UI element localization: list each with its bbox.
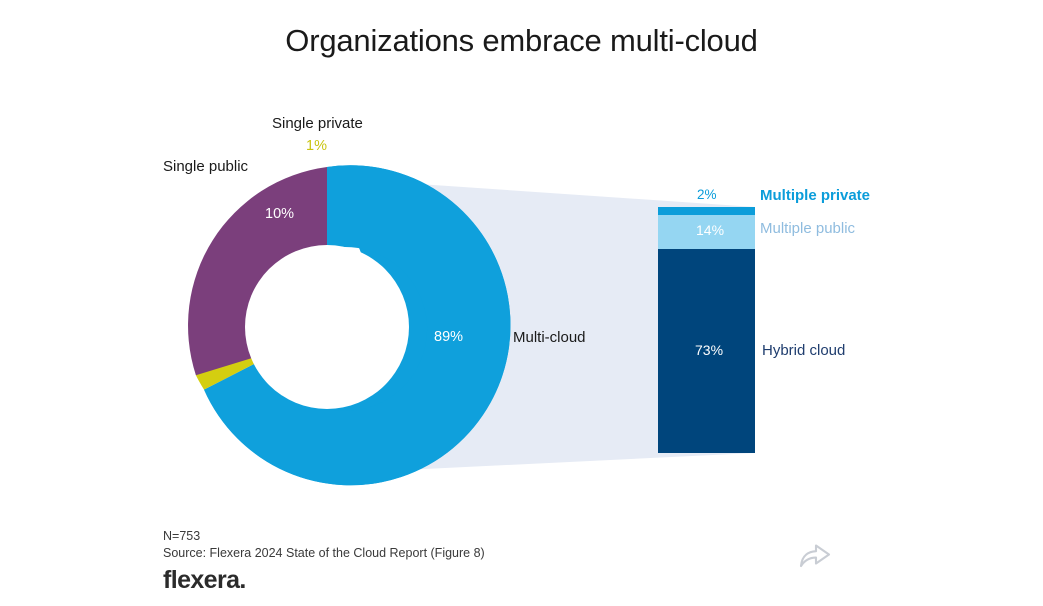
footnote-source: Source: Flexera 2024 State of the Cloud … xyxy=(163,546,485,560)
donut-value-single-public: 10% xyxy=(265,206,295,222)
footnote-sample-size: N=753 xyxy=(163,529,201,543)
donut-label-single-public: Single public xyxy=(163,158,249,175)
bar-value-hybrid-cloud: 73% xyxy=(695,342,724,358)
bar-segment-hybrid-cloud[interactable] xyxy=(658,249,755,453)
donut-slice-single-public[interactable] xyxy=(188,167,327,376)
bar-value-multiple-private: 2% xyxy=(697,187,717,202)
flexera-logo-text: flexera xyxy=(163,566,240,594)
bar-segment-multiple-private[interactable] xyxy=(658,207,755,215)
bar-segment-multiple-public[interactable] xyxy=(658,215,755,249)
connector-label-multi-cloud: Multi-cloud xyxy=(513,329,586,346)
chart-title: Organizations embrace multi-cloud xyxy=(285,23,758,58)
legend-label-hybrid-cloud[interactable]: Hybrid cloud xyxy=(762,342,846,359)
footer: N=753 Source: Flexera 2024 State of the … xyxy=(163,528,485,593)
donut-value-multi-cloud: 89% xyxy=(434,329,464,345)
donut-label-single-private: Single private xyxy=(272,115,363,132)
flexera-logo-dot: . xyxy=(239,566,246,594)
share-arrow-icon[interactable] xyxy=(799,542,831,570)
donut-center-hole xyxy=(245,245,409,409)
donut-slice-multi-cloud-fill xyxy=(204,165,511,486)
bar-value-multiple-public: 14% xyxy=(696,222,725,238)
flexera-logo: flexera. xyxy=(163,568,485,593)
legend-label-multiple-private[interactable]: Multiple private xyxy=(760,187,871,204)
donut-value-single-private: 1% xyxy=(306,138,327,154)
legend-label-multiple-public[interactable]: Multiple public xyxy=(760,220,856,237)
